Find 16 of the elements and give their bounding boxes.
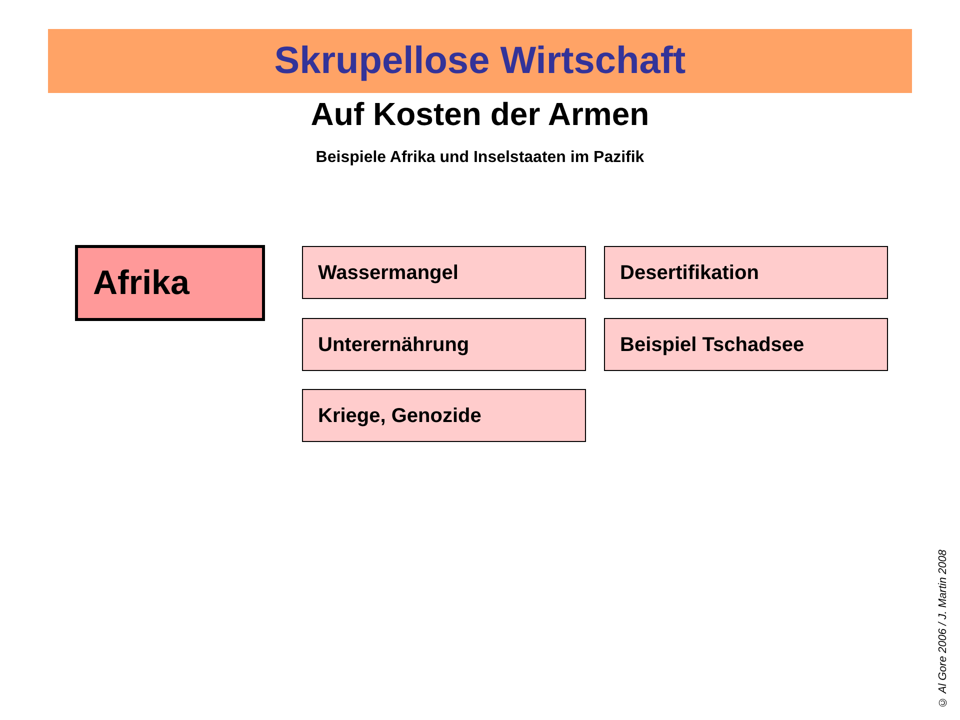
sub-subtitle: Beispiele Afrika und Inselstaaten im Pazifik bbox=[314, 150, 646, 166]
box-label: Afrika bbox=[93, 266, 190, 300]
topic-box bbox=[604, 246, 888, 299]
title-text: Skrupellose Wirtschaft bbox=[274, 42, 686, 80]
box-label: Kriege, Genozide bbox=[318, 406, 482, 426]
subtitle: Auf Kosten der Armen bbox=[310, 98, 650, 130]
category-box bbox=[75, 245, 265, 321]
box-label: Desertifikation bbox=[620, 262, 759, 282]
box-label: Unterernährung bbox=[318, 334, 470, 354]
topic-box bbox=[302, 246, 586, 299]
topic-box bbox=[302, 318, 586, 371]
topic-box bbox=[604, 318, 888, 371]
copyright-note: © Al Gore 2006 / J. Martin 2008 bbox=[938, 548, 949, 708]
box-label: Beispiel Tschadsee bbox=[620, 334, 804, 354]
topic-box bbox=[302, 389, 586, 442]
box-label: Wassermangel bbox=[318, 262, 458, 282]
